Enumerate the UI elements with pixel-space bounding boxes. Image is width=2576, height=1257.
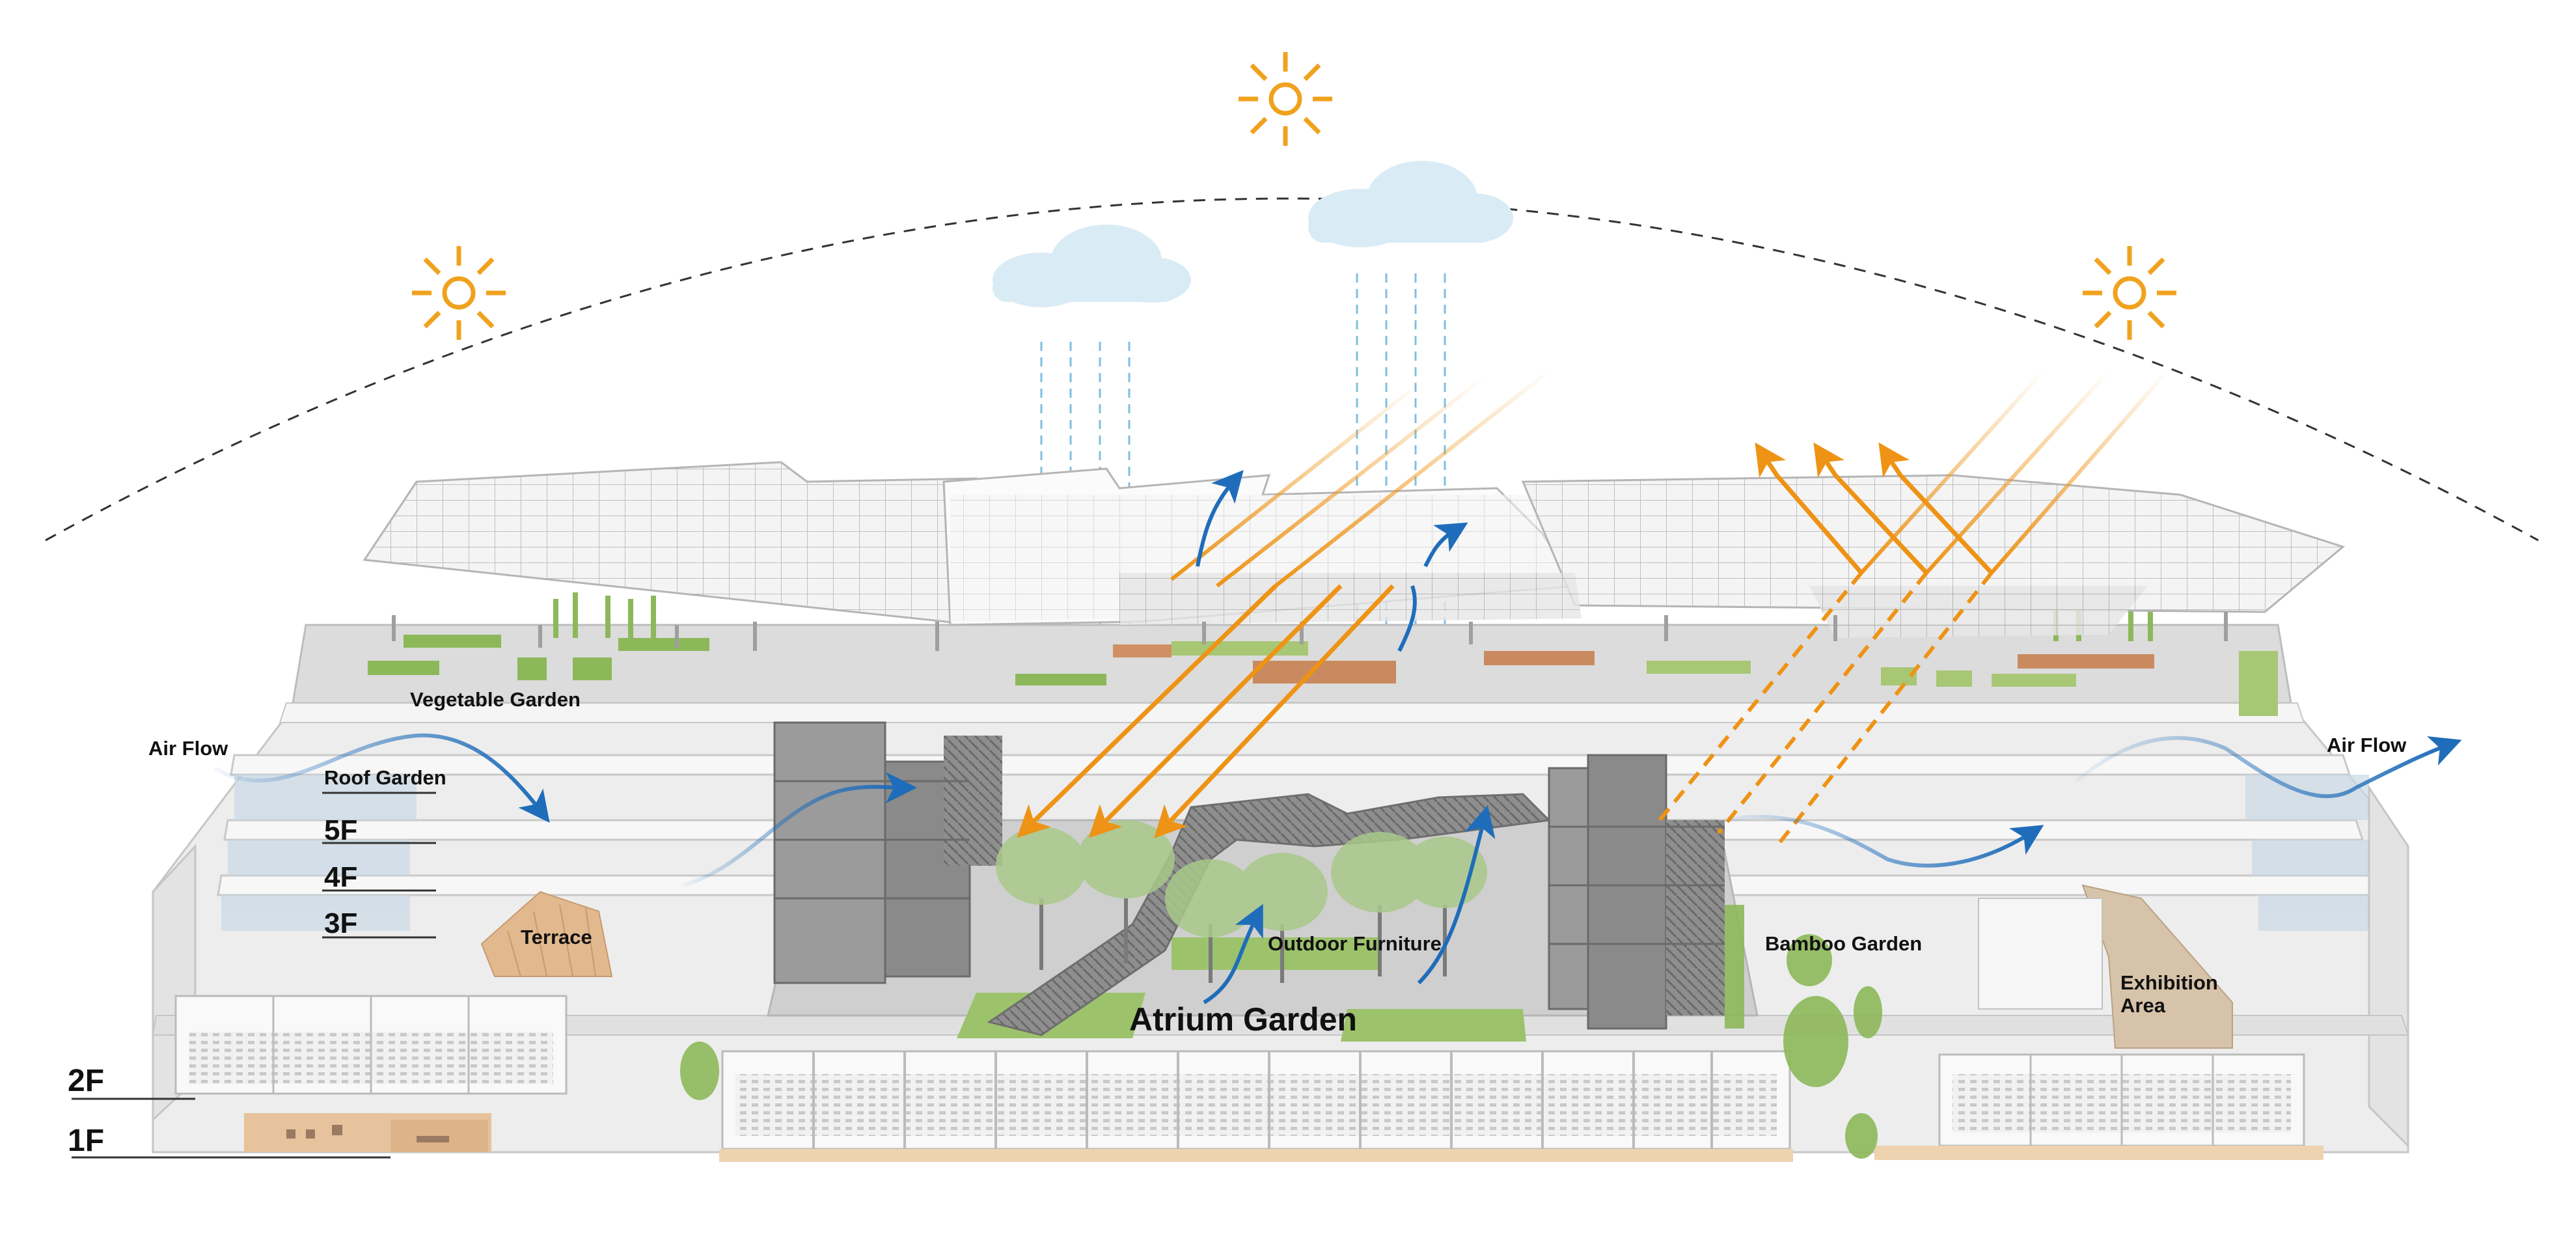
- label-bamboo-garden: Bamboo Garden: [1765, 932, 1922, 955]
- label-floor-4f: 4F: [324, 861, 357, 893]
- roof-garden-planters: [368, 592, 2278, 716]
- sunlight-rays: [1170, 369, 2169, 588]
- label-floor-1f: 1F: [68, 1124, 104, 1158]
- sunlight-arrow: [1017, 442, 1994, 838]
- label-floor-3f: 3F: [324, 907, 357, 939]
- label-vegetable-garden: Vegetable Garden: [410, 688, 581, 711]
- cloud-icon: [1308, 161, 1513, 247]
- air-flow-arrow: [213, 469, 2462, 1004]
- label-roof-garden: Roof Garden: [324, 766, 446, 789]
- sun-icon: [2083, 246, 2176, 340]
- label-exhibition-area-1: Exhibition: [2120, 971, 2218, 994]
- label-air-flow-left: Air Flow: [148, 737, 228, 760]
- cloud-icon: [993, 225, 1191, 307]
- exhibition-area: [2081, 884, 2233, 1049]
- label-air-flow-right: Air Flow: [2327, 734, 2407, 756]
- label-floor-2f: 2F: [68, 1064, 104, 1098]
- label-terrace: Terrace: [521, 926, 592, 948]
- label-atrium-garden: Atrium Garden: [1129, 1001, 1357, 1038]
- sunlight-dashed: [1658, 572, 1994, 848]
- sun-icon: [1239, 52, 1332, 146]
- label-outdoor-furniture: Outdoor Furniture: [1268, 932, 1442, 955]
- floor-indicator-lines: [72, 792, 436, 1159]
- bamboo-garden-plants: [680, 905, 1882, 1159]
- solar-canopy-roof: [363, 461, 2346, 651]
- label-exhibition-area-2: Area: [2120, 994, 2166, 1017]
- label-floor-5f: 5F: [324, 814, 357, 846]
- sun-icon: [412, 246, 506, 340]
